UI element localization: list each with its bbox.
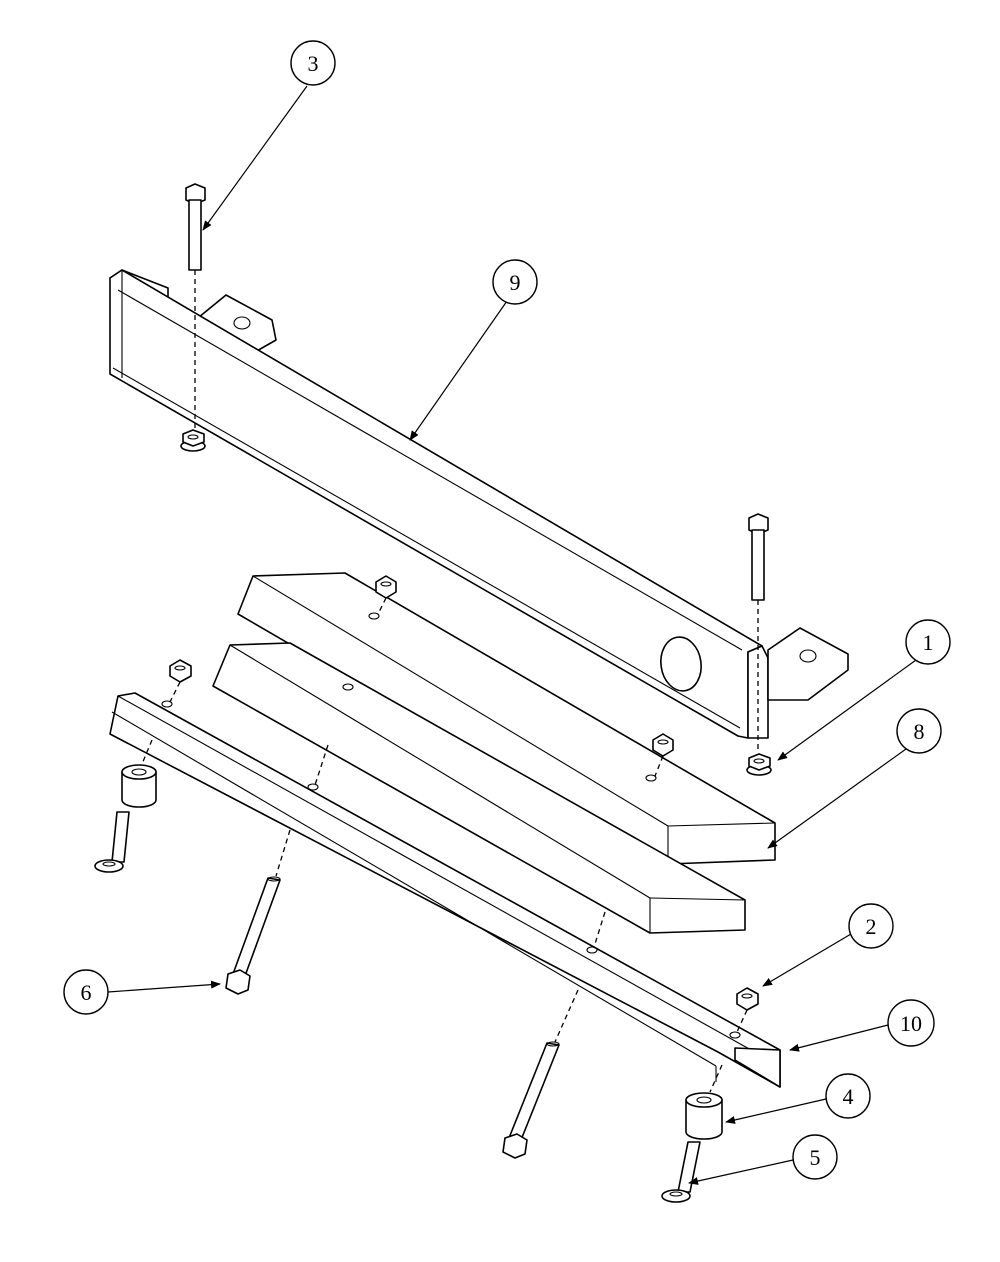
- part-10-channel: [109, 692, 781, 1088]
- callout-10: 10: [887, 999, 935, 1047]
- callout-label: 8: [914, 719, 925, 744]
- callout-8: 8: [896, 708, 942, 754]
- callout-label: 6: [81, 980, 92, 1005]
- part-1-nut-left: [180, 429, 206, 452]
- callout-5: 5: [792, 1134, 838, 1180]
- assembly-lines: [141, 270, 759, 1093]
- part-5-bolt-right: [661, 1141, 701, 1203]
- callout-label: 1: [923, 630, 934, 655]
- part-1-nut-right: [746, 753, 772, 776]
- callout-6: 6: [63, 969, 109, 1015]
- callout-3: 3: [290, 40, 336, 86]
- callout-label: 3: [308, 51, 319, 76]
- callout-label: 2: [866, 914, 877, 939]
- callout-4: 4: [825, 1073, 871, 1119]
- callout-label: 4: [843, 1084, 854, 1109]
- part-2-nut-c: [652, 733, 674, 757]
- part-6-bolt-right: [502, 1041, 560, 1159]
- part-3-bolt-left: [185, 183, 206, 271]
- part-8-pad-block: [237, 572, 776, 865]
- part-2-nut-a: [375, 575, 397, 599]
- callout-1: 1: [905, 619, 951, 665]
- part-4-spacer-right: [685, 1092, 723, 1140]
- part-2-nut-d: [736, 987, 759, 1011]
- callout-leaders: [107, 85, 917, 1185]
- callout-9: 9: [492, 259, 538, 305]
- callout-label: 5: [810, 1145, 821, 1170]
- part-6-bolt-left: [225, 876, 281, 995]
- callout-2: 2: [848, 903, 894, 949]
- part-4-spacer-left: [121, 764, 157, 808]
- callout-label: 9: [510, 270, 521, 295]
- part-3-bolt-right: [748, 513, 769, 601]
- part-5-bolt-left: [94, 811, 130, 873]
- callout-label: 10: [900, 1011, 922, 1036]
- lower-pad-block: [212, 642, 746, 934]
- part-2-nut-b: [169, 659, 192, 683]
